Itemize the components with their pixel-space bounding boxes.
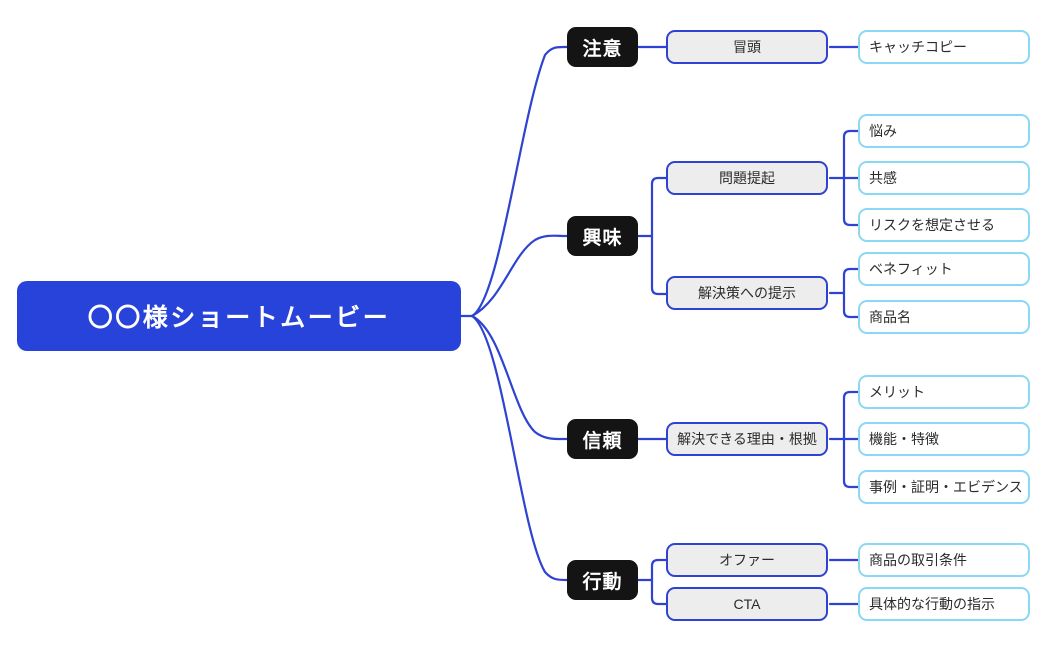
branch-node-action-label: 行動 [582,571,623,593]
topic-node-cta-label: CTA [733,596,761,612]
topic-node-reason[interactable]: 解決できる理由・根拠 [666,422,828,456]
root-node[interactable]: 〇〇様ショートムービー [17,281,461,351]
topic-node-reason-label: 解決できる理由・根拠 [677,431,817,447]
leaf-node-risk[interactable]: リスクを想定させる [858,208,1030,242]
leaf-node-evidence-label: 事例・証明・エビデンス [869,479,1023,495]
topic-node-offer[interactable]: オファー [666,543,828,577]
leaf-node-catchcopy-label: キャッチコピー [869,39,967,55]
topic-node-solution[interactable]: 解決策への提示 [666,276,828,310]
root-node-label: 〇〇様ショートムービー [87,304,391,332]
leaf-node-benefit[interactable]: ベネフィット [858,252,1030,286]
leaf-node-trade-terms[interactable]: 商品の取引条件 [858,543,1030,577]
leaf-node-merit[interactable]: メリット [858,375,1030,409]
edge-interest-bracket [650,176,668,296]
leaf-node-trade-terms-label: 商品の取引条件 [869,552,967,568]
branch-node-attention-label: 注意 [582,38,623,60]
leaf-node-evidence[interactable]: 事例・証明・エビデンス [858,470,1030,504]
leaf-node-benefit-label: ベネフィット [869,261,953,277]
branch-node-attention[interactable]: 注意 [567,27,638,67]
branch-node-interest[interactable]: 興味 [567,216,638,256]
topic-node-solution-label: 解決策への提示 [698,285,796,301]
branch-node-interest-label: 興味 [582,227,623,249]
topic-node-problem[interactable]: 問題提起 [666,161,828,195]
edge-root-to-attention [470,45,569,318]
leaf-node-worry-label: 悩み [869,123,897,139]
leaf-node-action-instruction[interactable]: 具体的な行動の指示 [858,587,1030,621]
branch-node-trust-label: 信頼 [582,430,623,452]
branch-node-trust[interactable]: 信頼 [567,419,638,459]
edge-reason-bracket [842,390,860,489]
leaf-node-feature[interactable]: 機能・特徴 [858,422,1030,456]
leaf-node-action-instruction-label: 具体的な行動の指示 [869,596,995,612]
edge-solution-bracket [842,267,860,319]
topic-node-cta[interactable]: CTA [666,587,828,621]
leaf-node-feature-label: 機能・特徴 [869,431,939,447]
topic-node-opening-label: 冒頭 [733,39,761,55]
topic-node-offer-label: オファー [719,552,775,568]
branch-node-action[interactable]: 行動 [567,560,638,600]
leaf-node-empathy[interactable]: 共感 [858,161,1030,195]
topic-node-opening[interactable]: 冒頭 [666,30,828,64]
edge-problem-bracket [842,129,860,227]
leaf-node-merit-label: メリット [869,384,925,400]
leaf-node-catchcopy[interactable]: キャッチコピー [858,30,1030,64]
leaf-node-worry[interactable]: 悩み [858,114,1030,148]
leaf-node-empathy-label: 共感 [869,170,897,186]
leaf-node-product-name[interactable]: 商品名 [858,300,1030,334]
edge-root-to-trust [470,314,569,441]
leaf-node-risk-label: リスクを想定させる [869,217,995,233]
edge-root-to-action [470,314,569,582]
leaf-node-product-name-label: 商品名 [869,309,911,325]
edge-root-to-interest [470,234,569,318]
edge-action-bracket [650,558,668,606]
topic-node-problem-label: 問題提起 [719,170,775,186]
